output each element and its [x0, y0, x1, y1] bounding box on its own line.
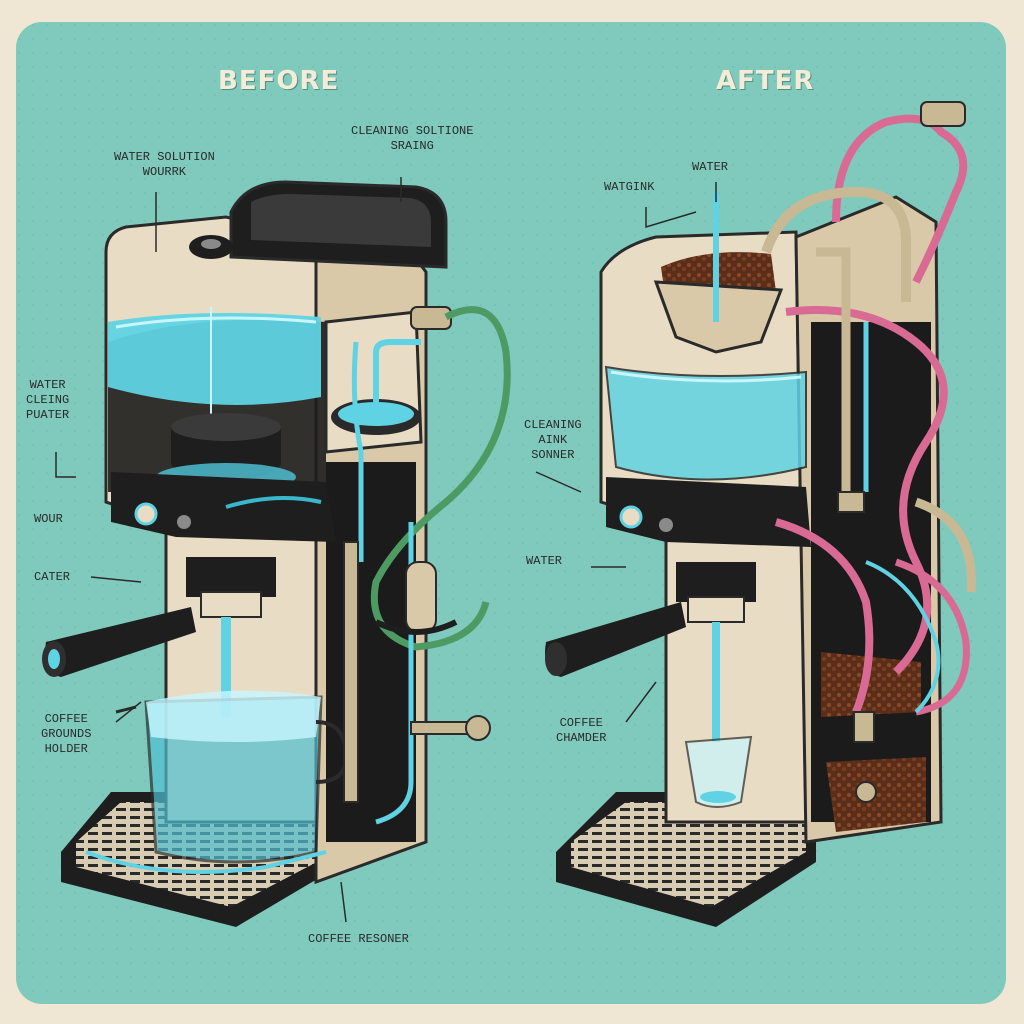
label-cleaning-solution: CLEANING SOLTIONE SRAING — [351, 124, 474, 153]
after-shot-glass — [684, 735, 753, 808]
label-cater: CATER — [34, 570, 71, 584]
before-heading: BEFORE — [218, 66, 340, 96]
after-water-tank — [604, 365, 807, 481]
before-portafilter-handle — [45, 607, 196, 677]
label-coffee-resoner: COFFEE RESONER — [308, 932, 409, 946]
label-water-solution: WATER SOLUTION WOURRK — [114, 150, 215, 179]
after-machine — [545, 101, 976, 927]
label-coffee-chamber: COFFEE CHAMDER — [556, 716, 607, 745]
after-heading: AFTER — [716, 66, 815, 96]
illustration-frame: BEFORE AFTER WATER SOLUTION WOURRK CLEAN… — [16, 22, 1006, 1004]
label-after-water-side: WATER — [526, 554, 563, 568]
machines-illustration — [16, 22, 1006, 1004]
label-water-cleaning-puater: WATER CLEING PUATER — [26, 378, 70, 422]
after-portafilter-handle — [545, 602, 686, 677]
label-after-water: WATER — [692, 160, 729, 174]
label-watgink: WATGINK — [604, 180, 655, 194]
label-pointers — [55, 177, 717, 923]
before-green-hose — [370, 306, 511, 651]
after-pink-hose — [832, 114, 968, 284]
label-coffee-grounds-holder: COFFEE GROUNDS HOLDER — [41, 712, 92, 756]
label-wour: WOUR — [34, 512, 63, 526]
before-machine — [42, 180, 511, 927]
label-cleaning-sonner: CLEANING AINK SONNER — [524, 418, 582, 462]
